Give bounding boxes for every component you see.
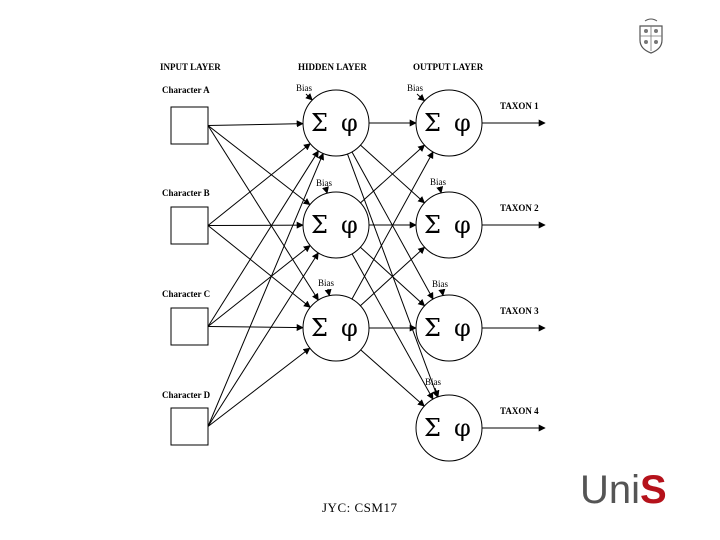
edge-in2-h1 bbox=[207, 245, 311, 327]
output-neuron-2 bbox=[415, 191, 483, 259]
hidden-neuron-1-bias-label: Bias bbox=[296, 83, 312, 93]
logo-uni: Uni bbox=[580, 468, 641, 512]
output-neuron-4-bias-label: Bias bbox=[425, 377, 441, 387]
output-neuron-3-sum-symbol: Σ bbox=[424, 314, 441, 342]
output-neuron-3 bbox=[415, 294, 483, 362]
logo-s: S bbox=[640, 468, 667, 512]
hidden-neuron-1 bbox=[302, 89, 370, 157]
input-label-4: Character D bbox=[162, 390, 211, 400]
input-node-box bbox=[170, 206, 209, 245]
input-label-2: Character B bbox=[162, 188, 210, 198]
output-label-1: TAXON 1 bbox=[500, 101, 539, 111]
hidden-layer-label: HIDDEN LAYER bbox=[298, 62, 367, 72]
edge-in1-h2 bbox=[207, 225, 311, 308]
output-neuron-4 bbox=[415, 394, 483, 462]
output-neuron-3-bias-label: Bias bbox=[432, 279, 448, 289]
edge-in0-h2 bbox=[207, 125, 319, 301]
edge-in0-h0 bbox=[207, 120, 304, 128]
output-neuron-1-bias-label: Bias bbox=[407, 83, 423, 93]
hidden-neuron-2-bias-arrow bbox=[322, 186, 329, 194]
output-neuron-1 bbox=[415, 89, 483, 157]
output-neuron-2-bias-label: Bias bbox=[430, 177, 446, 187]
edge-in0-h1 bbox=[207, 125, 311, 206]
output-neuron-3-activation-symbol: φ bbox=[454, 314, 471, 342]
input-label-3: Character C bbox=[162, 289, 210, 299]
output-neuron-2-bias-arrow bbox=[436, 185, 444, 194]
input-label-1: Character A bbox=[162, 85, 210, 95]
output-neuron-2-sum-symbol: Σ bbox=[424, 211, 441, 239]
edge-h1-o0 bbox=[360, 144, 426, 204]
hidden-neuron-2 bbox=[302, 191, 370, 259]
hidden-neuron-2-activation-symbol: φ bbox=[341, 211, 358, 239]
input-node-box bbox=[170, 307, 209, 346]
university-crest-icon bbox=[636, 18, 666, 54]
hidden-neuron-3-bias-arrow bbox=[324, 288, 332, 297]
output-neuron-4-activation-symbol: φ bbox=[454, 414, 471, 442]
output-label-4: TAXON 4 bbox=[500, 406, 539, 416]
edge-h1-o3 bbox=[351, 253, 434, 400]
output-neuron-1-bias-arrow bbox=[416, 93, 426, 102]
edge-h2-o3 bbox=[360, 349, 425, 407]
unis-logo: UniS bbox=[580, 470, 667, 510]
hidden-neuron-1-activation-symbol: φ bbox=[341, 109, 358, 137]
output-neuron-4-sum-symbol: Σ bbox=[424, 414, 441, 442]
hidden-neuron-2-sum-symbol: Σ bbox=[311, 211, 328, 239]
hidden-neuron-1-sum-symbol: Σ bbox=[311, 109, 328, 137]
output-label-2: TAXON 2 bbox=[500, 203, 539, 213]
output-neuron-3-bias-arrow bbox=[438, 288, 446, 297]
input-node-box bbox=[170, 407, 209, 446]
edge-h2-o0 bbox=[351, 151, 434, 300]
edge-h0-o3 bbox=[346, 153, 439, 398]
input-node-box bbox=[170, 106, 209, 145]
edge-h2-o1 bbox=[360, 246, 426, 307]
hidden-neuron-2-bias-label: Bias bbox=[316, 178, 332, 188]
hidden-neuron-3-sum-symbol: Σ bbox=[311, 314, 328, 342]
hidden-neuron-1-bias-arrow bbox=[305, 93, 313, 101]
edge-in2-h0 bbox=[207, 150, 319, 327]
output-neuron-1-activation-symbol: φ bbox=[454, 109, 471, 137]
hidden-neuron-3-bias-label: Bias bbox=[318, 278, 334, 288]
edge-in3-h2 bbox=[207, 347, 311, 427]
output-layer-label: OUTPUT LAYER bbox=[413, 62, 484, 72]
output-neuron-1-sum-symbol: Σ bbox=[424, 109, 441, 137]
footer-text: JYC: CSM17 bbox=[322, 500, 398, 515]
hidden-neuron-3 bbox=[302, 294, 370, 362]
output-label-3: TAXON 3 bbox=[500, 306, 539, 316]
edge-in3-h0 bbox=[207, 152, 324, 427]
edge-in2-h2 bbox=[207, 324, 304, 332]
output-neuron-4-bias-arrow bbox=[432, 387, 440, 398]
output-neuron-2-activation-symbol: φ bbox=[454, 211, 471, 239]
hidden-neuron-3-activation-symbol: φ bbox=[341, 314, 358, 342]
input-layer-label: INPUT LAYER bbox=[160, 62, 221, 72]
edge-in1-h0 bbox=[207, 143, 311, 226]
edge-in3-h1 bbox=[207, 252, 319, 427]
